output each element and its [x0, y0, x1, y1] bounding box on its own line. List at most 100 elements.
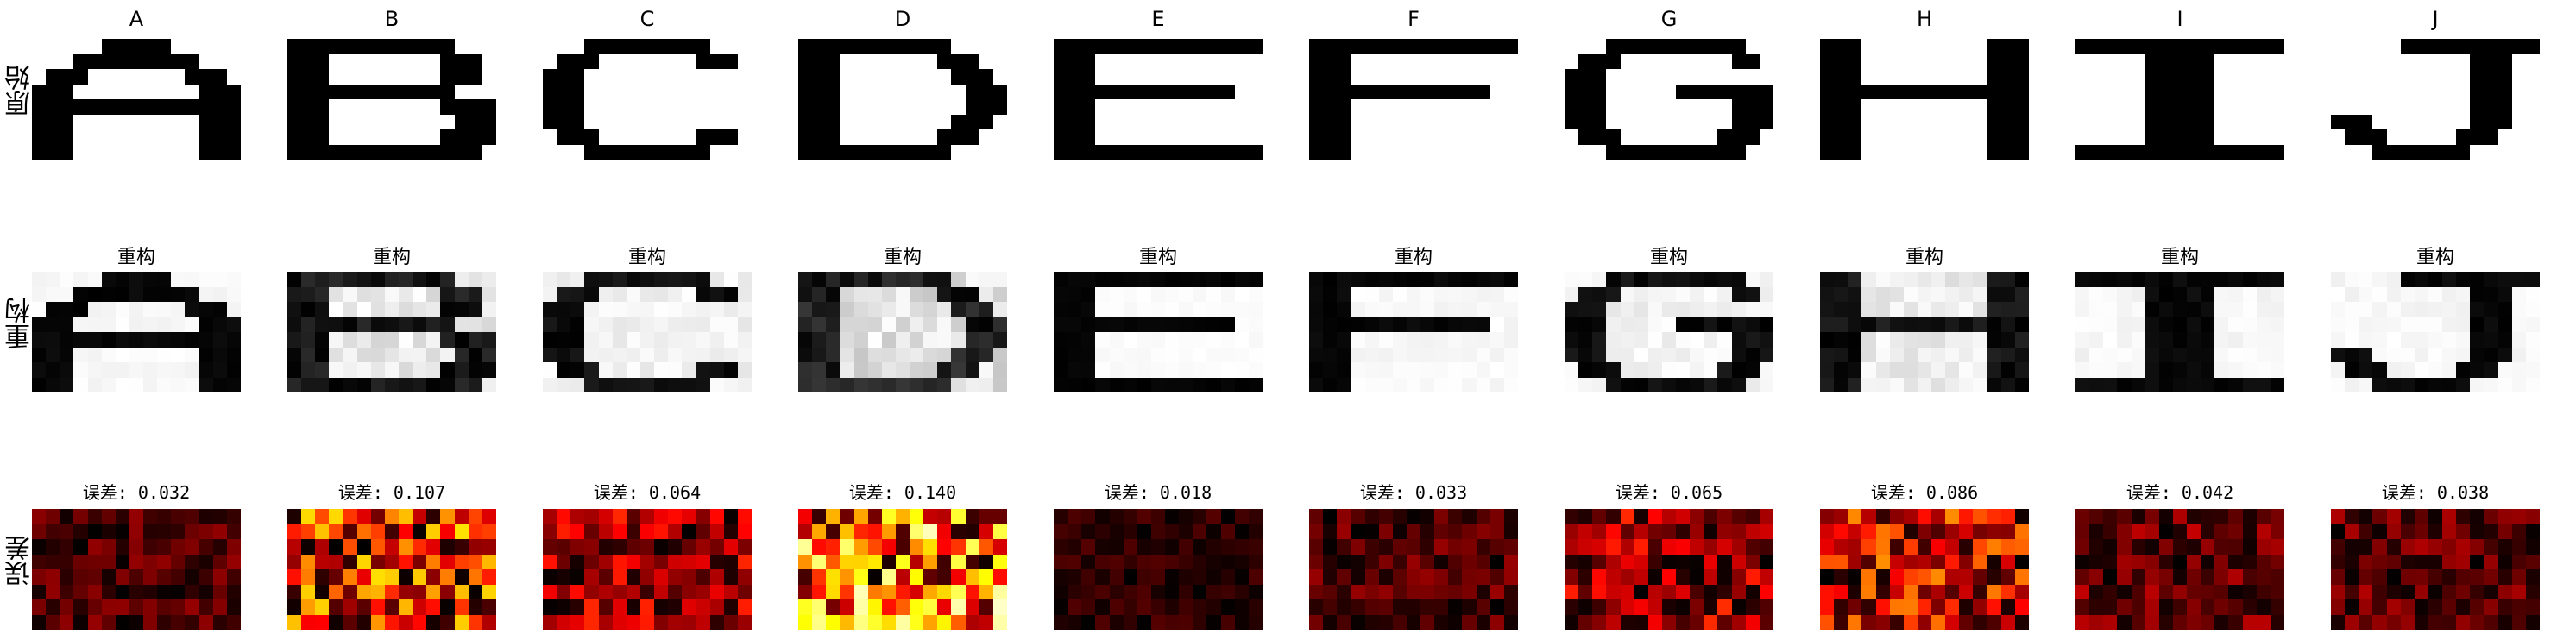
- original-cell: [87, 99, 102, 115]
- error-cell: [2525, 569, 2540, 585]
- original-cell: [1081, 39, 1096, 54]
- reconstruction-cell: [440, 286, 455, 302]
- reconstruction-cell: [2131, 362, 2145, 378]
- reconstruction-cell: [32, 286, 47, 302]
- reconstruction-cell: [881, 347, 896, 362]
- error-cell: [1620, 614, 1634, 630]
- original-cell: [1503, 53, 1518, 69]
- error-cell: [1861, 599, 1876, 615]
- original-cell: [1592, 69, 1607, 85]
- reconstruction-cell: [951, 272, 966, 287]
- original-cell: [2511, 53, 2526, 69]
- original-cell: [2428, 99, 2443, 115]
- reconstruction-cell: [1834, 272, 1849, 287]
- original-cell: [1717, 144, 1732, 160]
- original-cell: [1959, 69, 1974, 85]
- reconstruction-cell: [1165, 377, 1180, 392]
- error-cell: [454, 599, 469, 615]
- error-cell: [356, 584, 371, 599]
- error-cell: [937, 539, 952, 555]
- reconstruction-cell: [1150, 377, 1166, 392]
- error-cell: [2428, 584, 2443, 599]
- reconstruction-cell: [612, 332, 627, 348]
- error-cell: [696, 524, 710, 539]
- error-cell: [1690, 614, 1704, 630]
- original-cell: [1578, 39, 1593, 54]
- error-cell: [626, 539, 640, 555]
- reconstruction-cell: [696, 362, 710, 378]
- error-cell: [1095, 599, 1110, 615]
- original-cell: [343, 53, 357, 69]
- original-cell: [212, 69, 227, 85]
- error-cell: [1165, 599, 1180, 615]
- reconstruction-cell: [612, 362, 627, 378]
- reconstruction-cell: [482, 272, 496, 287]
- error-cell: [1834, 554, 1849, 569]
- reconstruction-cell: [1903, 347, 1918, 362]
- error-cell: [1565, 614, 1579, 630]
- error-cell: [1731, 614, 1746, 630]
- reconstruction-cell: [1973, 377, 1987, 392]
- reconstruction-cell: [198, 332, 213, 348]
- error-cell: [2497, 524, 2512, 539]
- reconstruction-cell: [1392, 332, 1407, 348]
- reconstruction-cell: [2442, 332, 2457, 348]
- error-cell: [1193, 569, 1207, 585]
- original-cell: [1848, 114, 1862, 129]
- reconstruction-cell: [1137, 347, 1151, 362]
- original-cell: [1676, 69, 1691, 85]
- error-cell: [343, 509, 357, 524]
- error-cell: [1565, 524, 1579, 539]
- original-cell: [1745, 84, 1760, 99]
- error-cell: [1081, 554, 1096, 569]
- reconstruction-cell: [329, 302, 343, 317]
- original-cell: [2172, 99, 2188, 115]
- reconstruction-cell: [639, 347, 655, 362]
- original-cell: [979, 69, 993, 85]
- reconstruction-cell: [1578, 347, 1593, 362]
- reconstruction-cell: [1759, 332, 1773, 348]
- original-cell: [1434, 39, 1449, 54]
- reconstruction-cell: [965, 272, 979, 287]
- reconstruction-cell: [2456, 347, 2471, 362]
- original-cell: [1068, 53, 1082, 69]
- reconstruction-cell: [301, 347, 316, 362]
- error-cell: [1987, 569, 2001, 585]
- error-cell: [1834, 584, 1849, 599]
- reconstruction-cell: [1476, 286, 1490, 302]
- original-cell: [468, 39, 482, 54]
- reconstruction-cell: [1095, 332, 1110, 348]
- reconstruction-cell: [2242, 377, 2257, 392]
- original-cell: [639, 53, 655, 69]
- reconstruction-cell: [1647, 362, 1662, 378]
- reconstruction-cell: [143, 317, 158, 332]
- original-cell: [157, 39, 172, 54]
- original-cell: [937, 39, 952, 54]
- reconstruction-cell: [73, 332, 88, 348]
- original-cell: [1690, 39, 1704, 54]
- error-cell: [737, 509, 752, 524]
- reconstruction-cell: [1704, 332, 1718, 348]
- original-cell: [1068, 99, 1082, 115]
- reconstruction-cell: [1578, 302, 1593, 317]
- reconstruction-cell: [2117, 302, 2132, 317]
- original-cell: [440, 144, 455, 160]
- original-cell: [584, 99, 599, 115]
- reconstruction-cell: [867, 317, 882, 332]
- error-cell: [2187, 599, 2201, 615]
- original-cell: [2131, 144, 2145, 160]
- reconstruction-cell: [2131, 272, 2145, 287]
- original-cell: [2497, 99, 2512, 115]
- error-cell: [853, 584, 868, 599]
- reconstruction-cell: [1150, 362, 1166, 378]
- reconstruction-cell: [1490, 317, 1504, 332]
- original-cell: [1889, 39, 1904, 54]
- error-cell: [1323, 599, 1338, 615]
- error-cell: [1109, 539, 1124, 555]
- error-cell: [2428, 614, 2443, 630]
- error-cell: [2089, 584, 2104, 599]
- original-cell: [812, 84, 827, 99]
- original-cell: [1123, 84, 1137, 99]
- error-cell: [329, 539, 343, 555]
- error-cell: [171, 539, 186, 555]
